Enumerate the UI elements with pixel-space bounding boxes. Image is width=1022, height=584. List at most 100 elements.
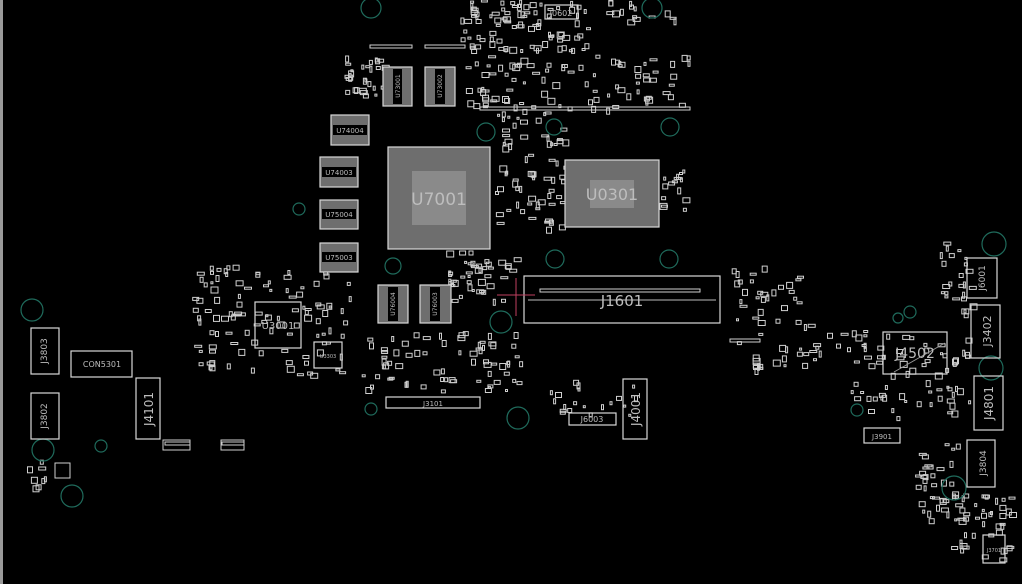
passive-pad <box>203 282 208 288</box>
passive-pad <box>304 308 312 311</box>
mounting-hole <box>545 249 565 269</box>
passive-pad <box>522 81 526 85</box>
passive-pad <box>514 355 520 359</box>
connector-J6001[interactable]: J6001 <box>966 257 998 299</box>
connector-J4801[interactable]: J4801 <box>973 375 1004 431</box>
connector-J3804[interactable]: J3804 <box>966 439 996 488</box>
passive-pad <box>786 281 794 289</box>
passive-pad <box>208 344 217 350</box>
passive-pad <box>238 348 246 356</box>
chip-U73001[interactable]: U73001 <box>382 66 413 107</box>
passive-pad <box>999 513 1007 519</box>
connector-J4001[interactable]: J4001 <box>622 378 648 440</box>
passive-pad <box>199 276 204 283</box>
chip-U73002[interactable]: U73002 <box>424 66 456 107</box>
passive-pad <box>963 313 969 319</box>
passive-pad <box>853 360 860 364</box>
passive-pad <box>611 58 616 66</box>
passive-pad <box>223 268 228 275</box>
passive-pad <box>909 336 915 341</box>
passive-pad <box>547 7 554 11</box>
passive-pad <box>963 512 971 517</box>
connector-J3402[interactable]: J3402 <box>970 304 1001 359</box>
passive-pad <box>481 72 490 78</box>
passive-pad <box>615 84 620 90</box>
passive-pad <box>922 474 929 481</box>
label-U76004: U76004 <box>390 292 397 316</box>
passive-pad <box>234 311 243 316</box>
passive-pad <box>635 81 640 85</box>
passive-pad <box>232 264 240 271</box>
passive-pad <box>323 273 330 280</box>
connector-J4101[interactable]: J4101 <box>135 377 161 440</box>
passive-pad <box>192 296 200 301</box>
chip-U74003[interactable]: U74003 <box>319 156 359 188</box>
passive-pad <box>974 503 978 508</box>
chip-U0301[interactable]: U0301 <box>564 159 660 228</box>
passive-pad <box>478 268 482 274</box>
passive-pad <box>634 66 642 73</box>
passive-pad <box>321 332 326 336</box>
passive-pad <box>559 174 566 180</box>
passive-pad <box>516 381 523 386</box>
passive-pad <box>381 364 386 370</box>
passive-pad <box>440 377 445 382</box>
chip-U75004[interactable]: U75004 <box>319 199 359 230</box>
label-U3303: U3303 <box>320 354 336 360</box>
passive-pad <box>567 70 575 74</box>
chip-U76004[interactable]: U76004 <box>377 284 409 324</box>
passive-pad <box>909 367 917 375</box>
chip-U74004[interactable]: U74004 <box>330 114 370 146</box>
connector-J0602[interactable]: J0602 <box>544 4 579 20</box>
chip-U76003[interactable]: U76003 <box>419 284 452 324</box>
passive-pad <box>499 363 507 370</box>
chip-U7001[interactable]: U7001 <box>387 146 491 250</box>
mounting-hole <box>903 305 917 319</box>
passive-pad <box>546 62 552 68</box>
passive-pad <box>362 77 367 85</box>
passive-pad <box>863 334 868 338</box>
label-J3802: J3802 <box>40 403 50 430</box>
passive-pad <box>990 511 993 515</box>
connector-J3701[interactable]: J3701 <box>982 534 1006 564</box>
chip-U75003[interactable]: U75003 <box>319 242 359 273</box>
passive-pad <box>464 18 473 24</box>
passive-pad <box>548 31 551 37</box>
connector-J3901[interactable]: J3901 <box>863 427 901 444</box>
passive-pad <box>923 485 927 492</box>
connector-J3802[interactable]: J3802 <box>30 392 60 440</box>
passive-pad <box>210 270 214 275</box>
passive-pad <box>383 362 390 370</box>
passive-pad <box>918 501 926 508</box>
passive-pad <box>940 352 943 356</box>
connector-J3101[interactable]: J3101 <box>385 396 481 409</box>
passive-pad <box>367 337 374 342</box>
passive-pad <box>362 93 369 99</box>
label-J4801: J4801 <box>982 386 996 421</box>
connector-J6003[interactable]: J6003 <box>568 412 617 426</box>
passive-pad <box>840 332 849 336</box>
passive-pad <box>519 0 523 5</box>
passive-pad <box>940 291 945 295</box>
passive-pad <box>556 6 561 11</box>
chip-U3303[interactable]: U3303 <box>313 341 343 369</box>
connector-CON5301[interactable]: CON5301 <box>70 350 133 378</box>
passive-pad <box>460 37 466 43</box>
passive-pad <box>480 0 488 3</box>
chip-U3001[interactable]: U3001 <box>254 301 302 349</box>
passive-pad <box>475 19 482 24</box>
passive-pad <box>936 388 943 392</box>
connector-J4502[interactable]: J4502 <box>882 331 948 375</box>
passive-pad <box>359 90 368 96</box>
passive-pad <box>586 27 591 31</box>
passive-pad <box>253 323 261 327</box>
passive-pad <box>509 62 516 70</box>
passive-pad <box>591 105 597 113</box>
passive-pad <box>855 334 863 342</box>
passive-pad <box>853 381 859 387</box>
connector-J3803[interactable]: J3803 <box>30 327 60 375</box>
connector-J1601[interactable]: J1601 <box>523 275 721 324</box>
passive-pad <box>546 13 552 19</box>
passive-pad <box>381 350 389 354</box>
